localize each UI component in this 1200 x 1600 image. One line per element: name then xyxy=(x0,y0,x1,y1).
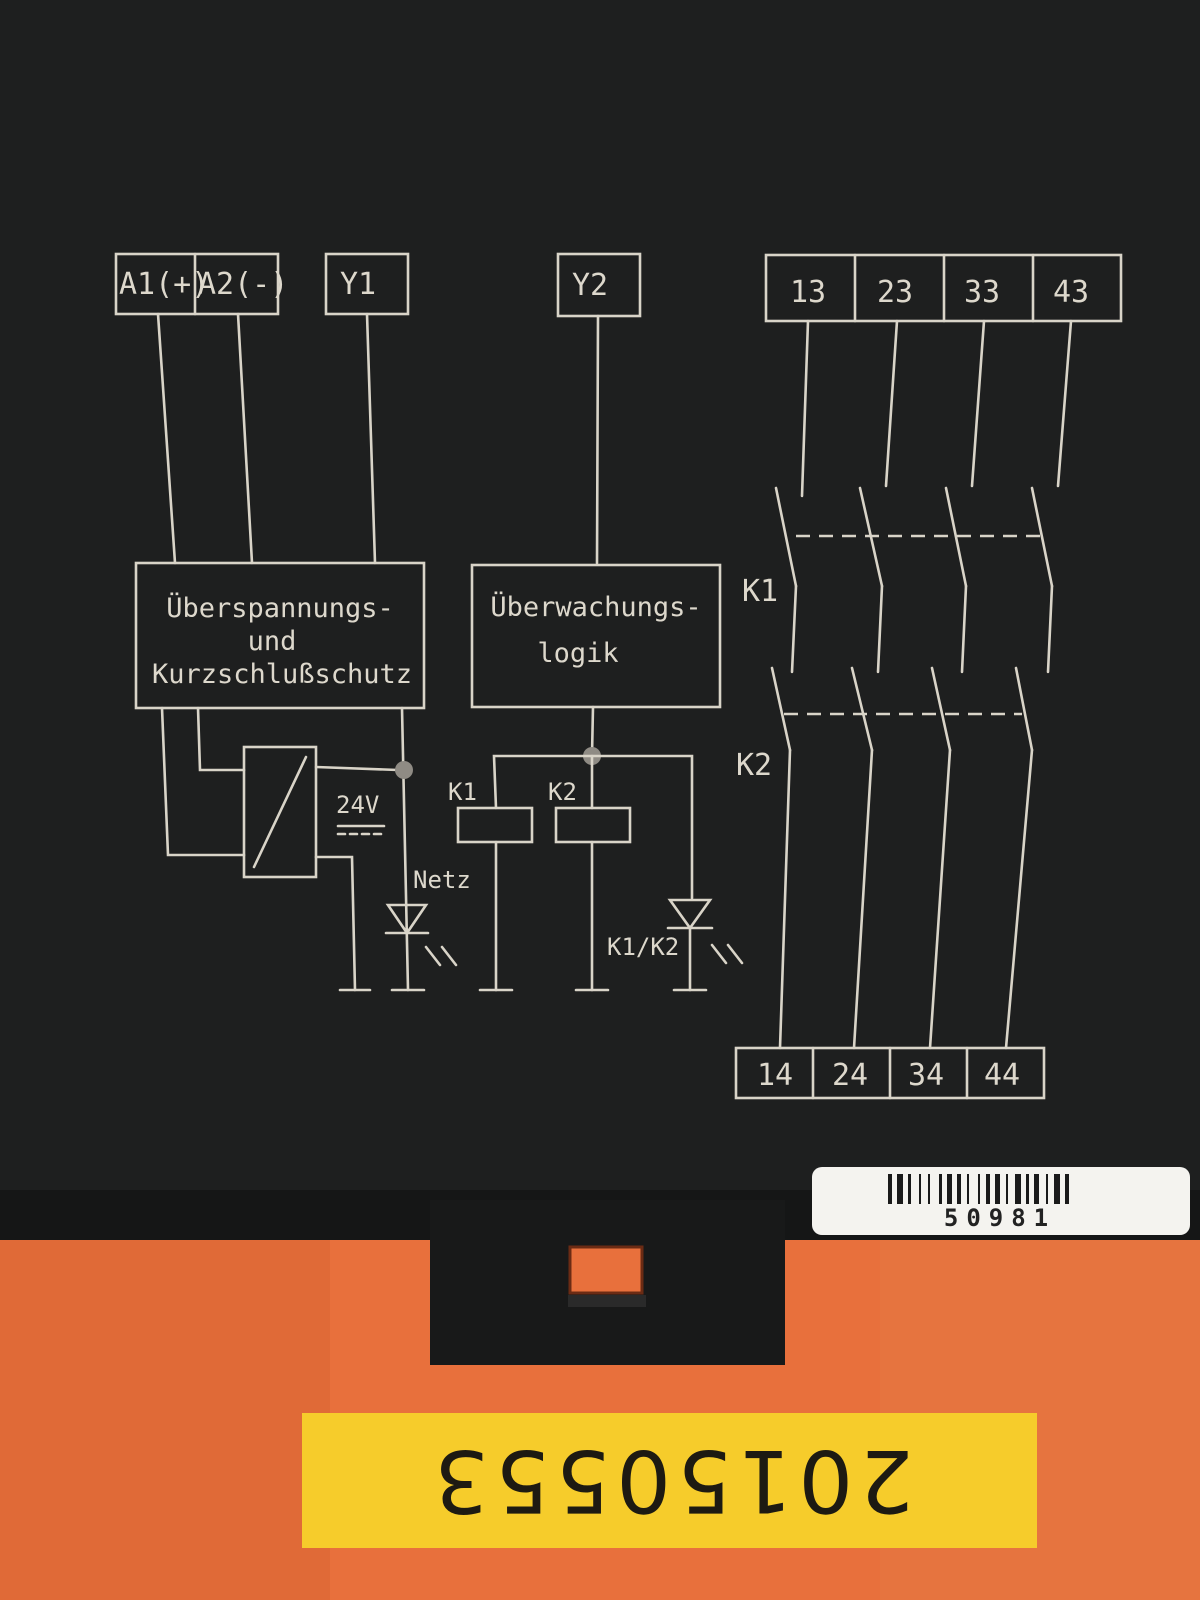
barcode-bar xyxy=(1026,1174,1029,1204)
barcode xyxy=(888,1174,1069,1204)
barcode-bar xyxy=(1006,1174,1008,1204)
power-led-icon xyxy=(385,903,429,936)
barcode-bar xyxy=(1015,1174,1021,1204)
barcode-number: 50981 xyxy=(944,1204,1056,1232)
coil-k2-label: K2 xyxy=(548,778,577,806)
status-led-icon xyxy=(667,898,713,931)
barcode-bar xyxy=(897,1174,903,1204)
yellow-tag-number: 20150553 xyxy=(428,1430,914,1530)
terminal-33: 33 xyxy=(964,275,1000,310)
barcode-bar xyxy=(1065,1174,1069,1204)
terminal-a2: A2(-) xyxy=(198,267,288,302)
terminal-14: 14 xyxy=(757,1058,793,1093)
contact-k2-label: K2 xyxy=(736,748,772,783)
barcode-bar xyxy=(919,1174,921,1204)
status-led-label: K1/K2 xyxy=(607,933,679,961)
barcode-sticker xyxy=(812,1167,1190,1235)
logic-block xyxy=(470,563,722,709)
terminal-44: 44 xyxy=(984,1058,1020,1093)
barcode-bar xyxy=(967,1174,969,1204)
coil-k1-label: K1 xyxy=(448,778,477,806)
terminal-a1: A1(+) xyxy=(119,267,209,302)
barcode-bar xyxy=(978,1174,980,1204)
supply-voltage-label: 24V xyxy=(336,791,379,819)
orange-body-left-face xyxy=(0,1240,330,1600)
black-housing xyxy=(0,0,1200,1240)
barcode-bar xyxy=(1034,1174,1039,1204)
barcode-bar xyxy=(908,1174,911,1204)
power-supply-symbol xyxy=(242,745,318,879)
barcode-bar xyxy=(947,1174,952,1204)
terminal-23: 23 xyxy=(877,275,913,310)
latch-window xyxy=(568,1245,644,1295)
terminal-box-a1-a2 xyxy=(114,252,280,316)
terminal-y1: Y1 xyxy=(340,267,376,302)
terminal-13: 13 xyxy=(790,275,826,310)
logic-line-1: Überwachungs- xyxy=(490,591,701,623)
power-led-label: Netz xyxy=(413,866,471,894)
barcode-bar xyxy=(1046,1174,1048,1204)
barcode-bar xyxy=(1054,1174,1060,1204)
barcode-bar xyxy=(928,1174,930,1204)
junction-dot xyxy=(395,761,413,779)
yellow-id-tag xyxy=(302,1413,1037,1548)
barcode-bar xyxy=(995,1174,1000,1204)
terminal-y2: Y2 xyxy=(572,268,608,303)
protection-line-3: Kurzschlußschutz xyxy=(152,659,412,690)
barcode-bar xyxy=(986,1174,990,1204)
terminal-43: 43 xyxy=(1053,275,1089,310)
contact-k1-label: K1 xyxy=(742,574,778,609)
protection-line-1: Überspannungs- xyxy=(166,592,394,624)
terminal-24: 24 xyxy=(832,1058,868,1093)
logic-line-2: logik xyxy=(537,638,618,669)
barcode-bar xyxy=(939,1174,942,1204)
protection-block xyxy=(134,561,426,710)
protection-line-2: und xyxy=(248,626,297,657)
barcode-bar xyxy=(888,1174,892,1204)
latch-slot xyxy=(568,1295,646,1307)
terminal-34: 34 xyxy=(908,1058,944,1093)
barcode-bar xyxy=(957,1174,961,1204)
